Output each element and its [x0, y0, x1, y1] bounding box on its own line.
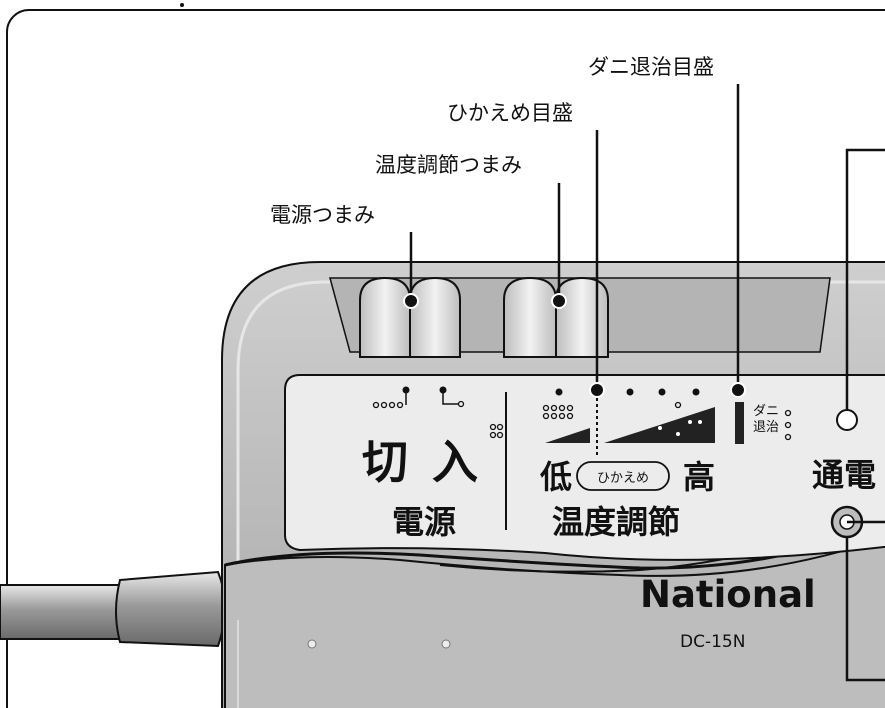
stray-dot: [180, 3, 184, 7]
on-label: 入: [432, 435, 478, 489]
energized-label: 通電: [812, 456, 876, 494]
hikaeme-badge: [576, 461, 670, 491]
temperature-scale: [545, 388, 744, 455]
mite-label-line2: 退治: [753, 420, 779, 435]
power-cord: [0, 570, 226, 648]
brand-name: National: [640, 573, 816, 616]
leader-endpoints: [403, 293, 746, 398]
low-label: 低: [540, 458, 572, 496]
power-label: 電源: [392, 503, 456, 541]
callout-low-mark: ひかえめ目盛: [447, 101, 573, 125]
hikaeme-label: ひかえめ: [597, 471, 649, 486]
power-knob[interactable]: [359, 276, 461, 358]
energized-lamp: [836, 409, 858, 431]
high-label: 高: [683, 458, 715, 496]
braille-marks: [372, 401, 792, 441]
mite-label-line1: ダニ: [753, 404, 779, 419]
switch-markers: [402, 386, 465, 408]
callout-mite-mark: ダニ退治目盛: [588, 55, 714, 79]
off-label: 切: [362, 435, 408, 489]
callout-temperature-knob: 温度調節つまみ: [375, 153, 522, 177]
temperature-label: 温度調節: [552, 503, 680, 541]
temperature-knob[interactable]: [503, 276, 609, 358]
model-number: DC-15N: [680, 632, 745, 652]
callout-power-knob: 電源つまみ: [270, 203, 375, 227]
leader-lines: [409, 84, 885, 682]
